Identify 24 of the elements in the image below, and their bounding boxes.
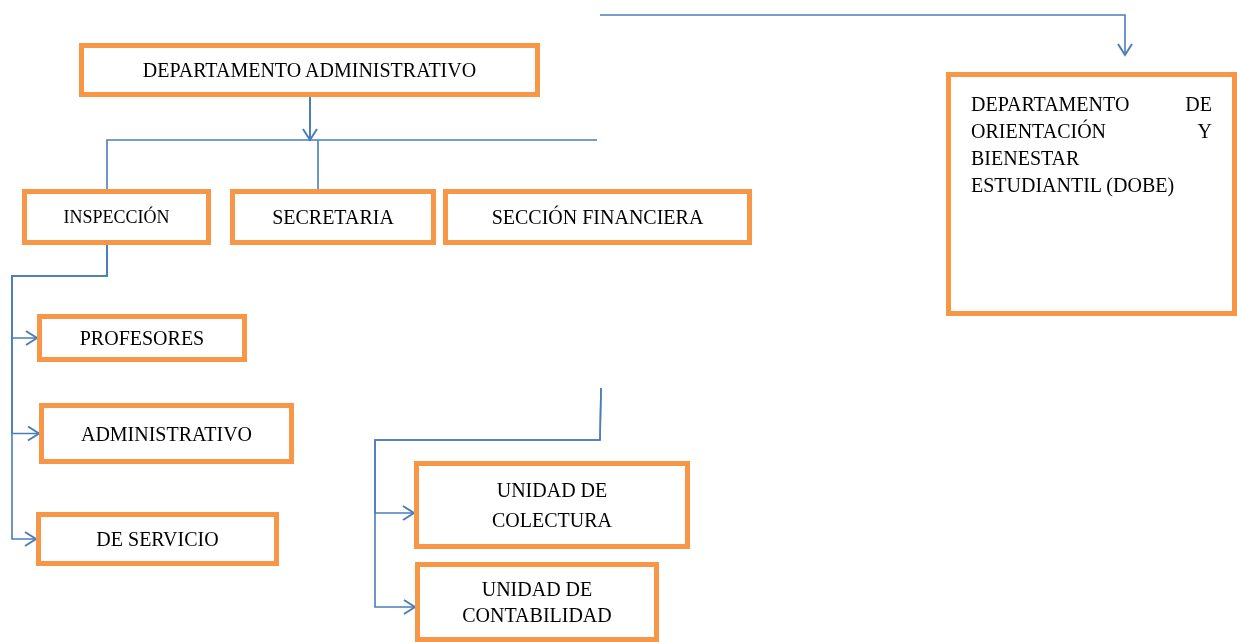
- connector-line: [599, 14, 1133, 56]
- box-label: ADMINISTRATIVO: [80, 421, 253, 447]
- box-label: INSPECCIÓN: [63, 205, 170, 229]
- org-box: [946, 72, 1237, 316]
- org-box: [79, 43, 540, 97]
- org-box: [37, 314, 247, 362]
- box-label: SECRETARIA: [272, 205, 394, 230]
- box-label: DEPARTAMENTO DE ORIENTACIÓN Y BIENESTAR ESTUDIANTIL (DOBE): [971, 92, 1212, 199]
- box-label: UNIDAD DE COLECTURA: [491, 478, 613, 533]
- connector-line: [309, 96, 598, 190]
- connector-line: [374, 387, 602, 615]
- box-label: PROFESORES: [79, 326, 205, 351]
- org-box: [36, 512, 279, 566]
- org-box: [230, 189, 436, 245]
- org-box: [443, 189, 752, 245]
- box-label: UNIDAD DE CONTABILIDAD: [461, 577, 613, 628]
- box-label: DE SERVICIO: [96, 527, 219, 552]
- org-box: [22, 189, 211, 245]
- box-label: DEPARTAMENTO ADMINISTRATIVO: [142, 58, 477, 83]
- connector-line: [11, 244, 108, 547]
- box-label: SECCIÓN FINANCIERA: [491, 204, 704, 230]
- org-box: [39, 403, 294, 464]
- org-box: [415, 562, 659, 642]
- org-box: [414, 461, 690, 549]
